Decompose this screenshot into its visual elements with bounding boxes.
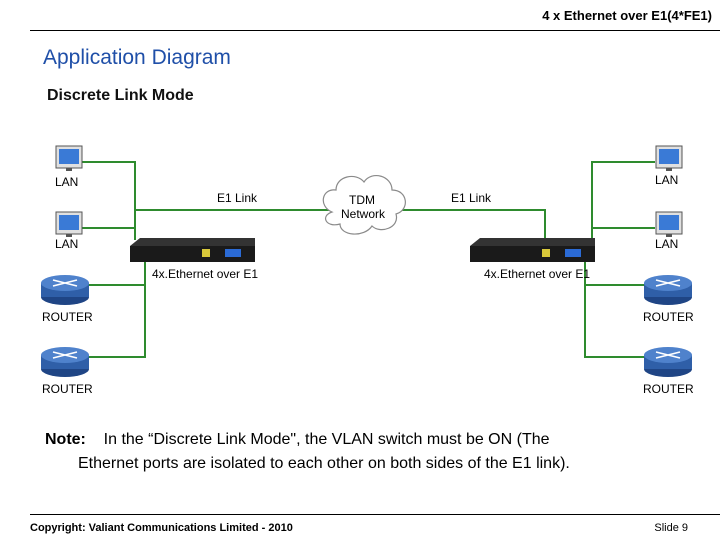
router-icon	[40, 346, 90, 378]
lan-monitor-icon	[655, 211, 683, 238]
tdm-cloud-icon	[322, 174, 406, 235]
tdm-network-label: TDM	[349, 193, 375, 207]
router-label: ROUTER	[42, 382, 93, 396]
lan-label: LAN	[55, 175, 78, 189]
router-label: ROUTER	[643, 382, 694, 396]
note-text-line1: In the “Discrete Link Mode", the VLAN sw…	[103, 431, 550, 448]
lan-label: LAN	[655, 237, 678, 251]
link-lines-right	[396, 161, 655, 358]
device-label: 4x.Ethernet over E1	[152, 267, 258, 281]
router-icon	[40, 274, 90, 306]
e1-link-label: E1 Link	[451, 191, 492, 205]
note-heading: Note:	[45, 431, 86, 448]
router-label: ROUTER	[42, 310, 93, 324]
lan-monitor-icon	[655, 145, 683, 172]
note-text-line2: Ethernet ports are isolated to each othe…	[78, 455, 570, 472]
application-diagram: LAN LAN LAN LAN ROUTER ROUTER ROUTER ROU…	[40, 145, 694, 396]
link-lines-left	[82, 161, 332, 358]
ethernet-over-e1-device-icon	[470, 238, 595, 262]
footer-copyright: Copyright: Valiant Communications Limite…	[30, 522, 293, 534]
lan-label: LAN	[55, 237, 78, 251]
lan-label: LAN	[655, 173, 678, 187]
slide-subtitle: Discrete Link Mode	[47, 87, 194, 104]
router-label: ROUTER	[643, 310, 694, 324]
header-divider	[30, 30, 720, 31]
tdm-network-label: Network	[341, 207, 386, 221]
slide-number: Slide 9	[654, 522, 688, 534]
note-paragraph: Note: In the “Discrete Link Mode", the V…	[45, 428, 685, 476]
device-label: 4x.Ethernet over E1	[484, 267, 590, 281]
slide-title: Application Diagram	[43, 46, 231, 69]
router-icon	[643, 346, 693, 378]
router-icon	[643, 274, 693, 306]
lan-monitor-icon	[55, 145, 83, 172]
footer-divider	[30, 514, 720, 515]
ethernet-over-e1-device-icon	[130, 238, 255, 262]
e1-link-label: E1 Link	[217, 191, 258, 205]
lan-monitor-icon	[55, 211, 83, 238]
header-title: 4 x Ethernet over E1(4*FE1)	[542, 8, 712, 23]
